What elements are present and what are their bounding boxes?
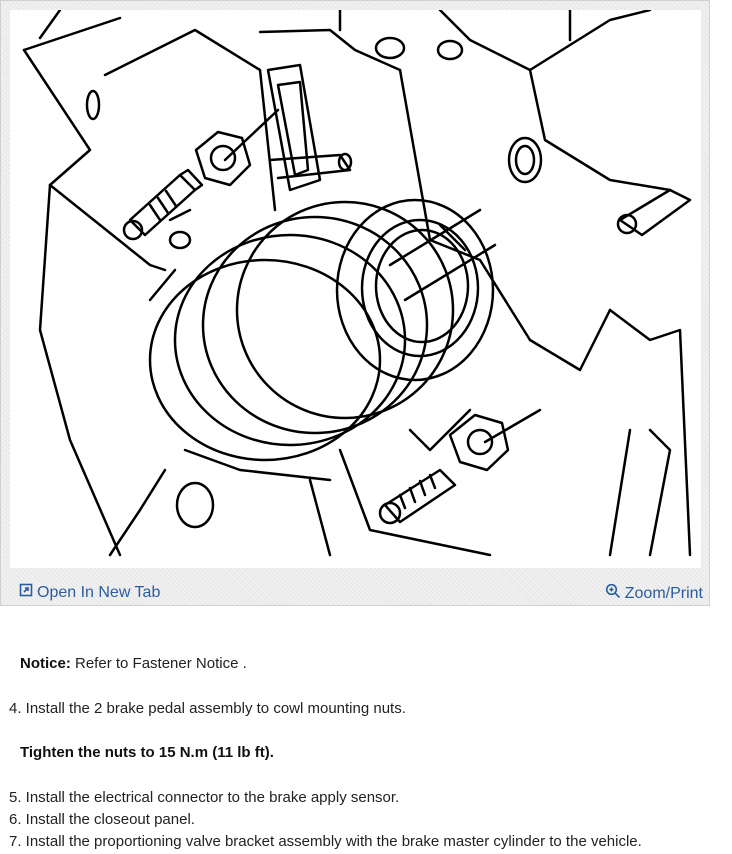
step-item: 7. Install the proportioning valve brack… xyxy=(9,833,642,850)
step-item: 6. Install the closeout panel. xyxy=(9,811,195,828)
step-item: 5. Install the electrical connector to t… xyxy=(9,789,400,806)
brake-assembly-illustration xyxy=(10,10,701,568)
notice-paragraph: Notice: Refer to Fastener Notice . xyxy=(20,655,247,673)
torque-spec: Tighten the nuts to 15 N.m (11 lb ft). xyxy=(20,744,274,762)
zoom-print-label: Zoom/Print xyxy=(624,584,703,602)
open-in-new-tab-label: Open In New Tab xyxy=(37,583,161,601)
step-item: 4. Install the 2 brake pedal assembly to… xyxy=(9,700,406,717)
open-in-new-tab-icon xyxy=(19,583,33,602)
figure-toolbar: Open In New Tab Zoom/Print xyxy=(10,577,703,605)
notice-label: Notice: xyxy=(20,655,71,672)
figure-container: Open In New Tab Zoom/Print xyxy=(0,0,710,606)
magnifier-plus-icon xyxy=(605,583,621,604)
torque-spec-text: Tighten the nuts to 15 N.m (11 lb ft). xyxy=(20,744,274,761)
notice-text: Refer to Fastener Notice . xyxy=(70,655,247,672)
zoom-print-link[interactable]: Zoom/Print xyxy=(605,583,703,604)
open-in-new-tab-link[interactable]: Open In New Tab xyxy=(19,583,160,602)
